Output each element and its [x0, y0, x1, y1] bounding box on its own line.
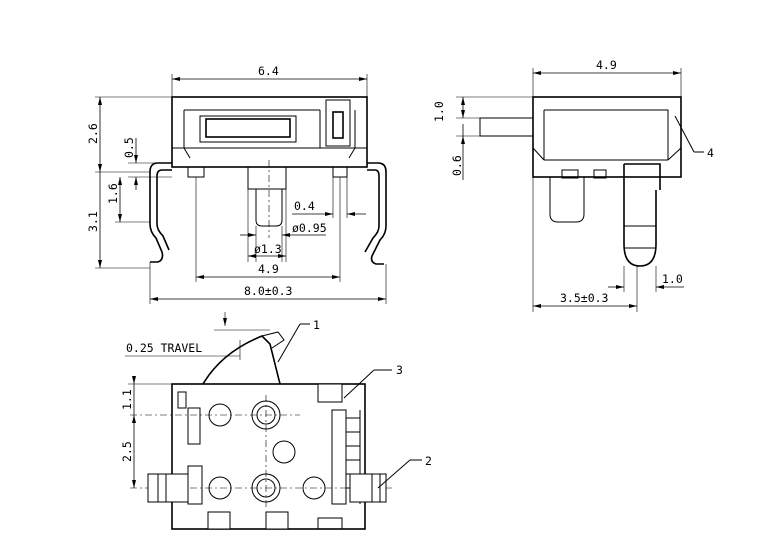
bottom-view: 0.25 TRAVEL 1.1 2.5 1 3 2 — [120, 312, 432, 530]
dim-terminal-height: 1.6 — [106, 183, 120, 204]
side-view: 4.9 1.0 0.6 1.0 3.5±0.3 4 — [432, 58, 714, 312]
dim-overall-width: 8.0±0.3 — [244, 284, 293, 298]
callout-cover: 4 — [707, 146, 714, 160]
front-view: 6.4 2.6 3.1 0.5 1.6 0.4 — [86, 64, 387, 304]
dim-side-top: 1.0 — [432, 101, 446, 122]
dim-bottom-pitch: 2.5 — [120, 441, 134, 462]
callout-terminal: 2 — [425, 454, 432, 468]
dim-side-depth: 3.5±0.3 — [560, 291, 609, 305]
dim-hole-diameter: ø1.3 — [254, 242, 282, 256]
dim-pin-diameter: ø0.95 — [292, 221, 327, 235]
callout-housing: 3 — [396, 363, 403, 377]
dim-pin-pitch: 4.9 — [258, 262, 279, 276]
dim-bottom-offset: 1.1 — [120, 389, 134, 410]
dim-overall-height: 3.1 — [86, 211, 100, 232]
dim-actuator-offset: 0.5 — [122, 137, 136, 158]
dim-side-thickness: 0.6 — [450, 155, 464, 176]
dim-side-width: 4.9 — [596, 58, 617, 72]
dim-side-pin: 1.0 — [662, 272, 683, 286]
dim-front-height: 2.6 — [86, 123, 100, 144]
dim-front-width: 6.4 — [258, 64, 279, 78]
dim-travel: 0.25 TRAVEL — [126, 341, 202, 355]
callout-actuator: 1 — [313, 318, 320, 332]
dim-terminal-gap: 0.4 — [294, 199, 315, 213]
